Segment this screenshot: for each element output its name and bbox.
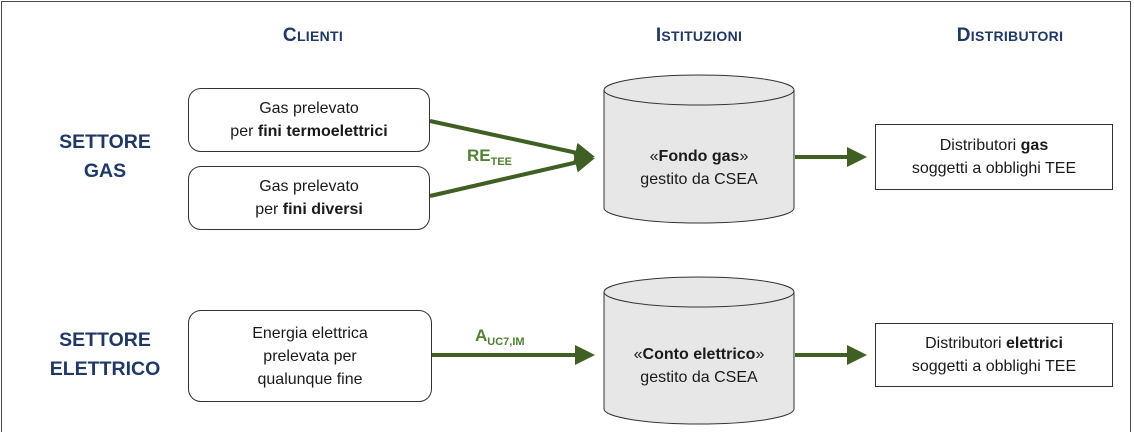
gas-termo-to-fund-arrow bbox=[429, 119, 595, 163]
sector-label-elettrico: SETTORE ELETTRICO bbox=[49, 329, 161, 380]
target-box-distributori-gas: Distributori gas soggetti a obblighi TEE bbox=[875, 124, 1113, 190]
flow-label-re-tee: RETEE bbox=[467, 146, 513, 168]
column-header-istituzioni: ISTITUZIONI bbox=[655, 25, 743, 46]
conto-elettrico-label: «Conto elettrico» gestito da CSEA bbox=[633, 346, 765, 386]
flow-label-a-uc7-im: AUC7,IM bbox=[475, 326, 525, 348]
fondo-gas-label: «Fondo gas» gestito da CSEA bbox=[640, 148, 758, 188]
source-box-gas-termoelettrici: Gas prelevato per fini termoelettrici bbox=[188, 88, 430, 152]
column-header-clienti: CLIENTI bbox=[282, 25, 344, 46]
column-header-distributori: DISTRIBUTORI bbox=[956, 25, 1064, 46]
gas-diversi-to-fund-arrow bbox=[429, 152, 595, 198]
sector-label-gas: SETTORE GAS bbox=[59, 131, 151, 182]
conto-elettrico-cylinder bbox=[603, 276, 795, 425]
target-box-distributori-elettrici: Distributori elettrici soggetti a obblig… bbox=[875, 323, 1113, 387]
source-box-gas-diversi: Gas prelevato per fini diversi bbox=[188, 166, 430, 230]
source-box-energia-elettrica: Energia elettrica prelevata per qualunqu… bbox=[188, 310, 432, 402]
fondo-gas-cylinder bbox=[603, 74, 795, 224]
